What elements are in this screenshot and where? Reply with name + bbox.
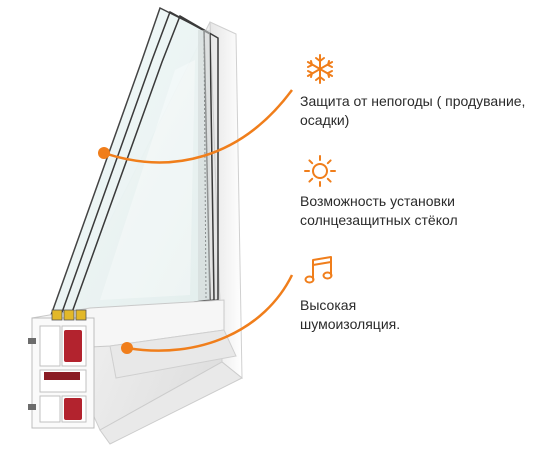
feature-line: Возможность установки [300,193,455,209]
feature-sun-glass-text: Возможность установки солнцезащитных стё… [300,192,550,230]
callout-line-sash [121,274,294,354]
glass-spacer [198,30,210,300]
callout-line-glass [98,89,294,164]
feature-line: шумоизоляция. [300,316,401,332]
feature-line: солнцезащитных стёкол [300,212,458,228]
profile-cross-section [28,309,95,429]
music-note-icon [302,254,336,288]
snowflake-icon [303,52,337,86]
feature-noise-insulation-text: Высокая шумоизоляция. [300,296,550,334]
feature-weather-protection-text: Защита от непогоды ( продувание, осадки) [300,92,550,130]
feature-line: Высокая [300,297,357,313]
glass-reflection [100,60,195,300]
feature-line: Защита от непогоды ( продувание, [300,93,526,109]
sun-icon [303,154,337,188]
feature-line: осадки) [300,112,350,128]
